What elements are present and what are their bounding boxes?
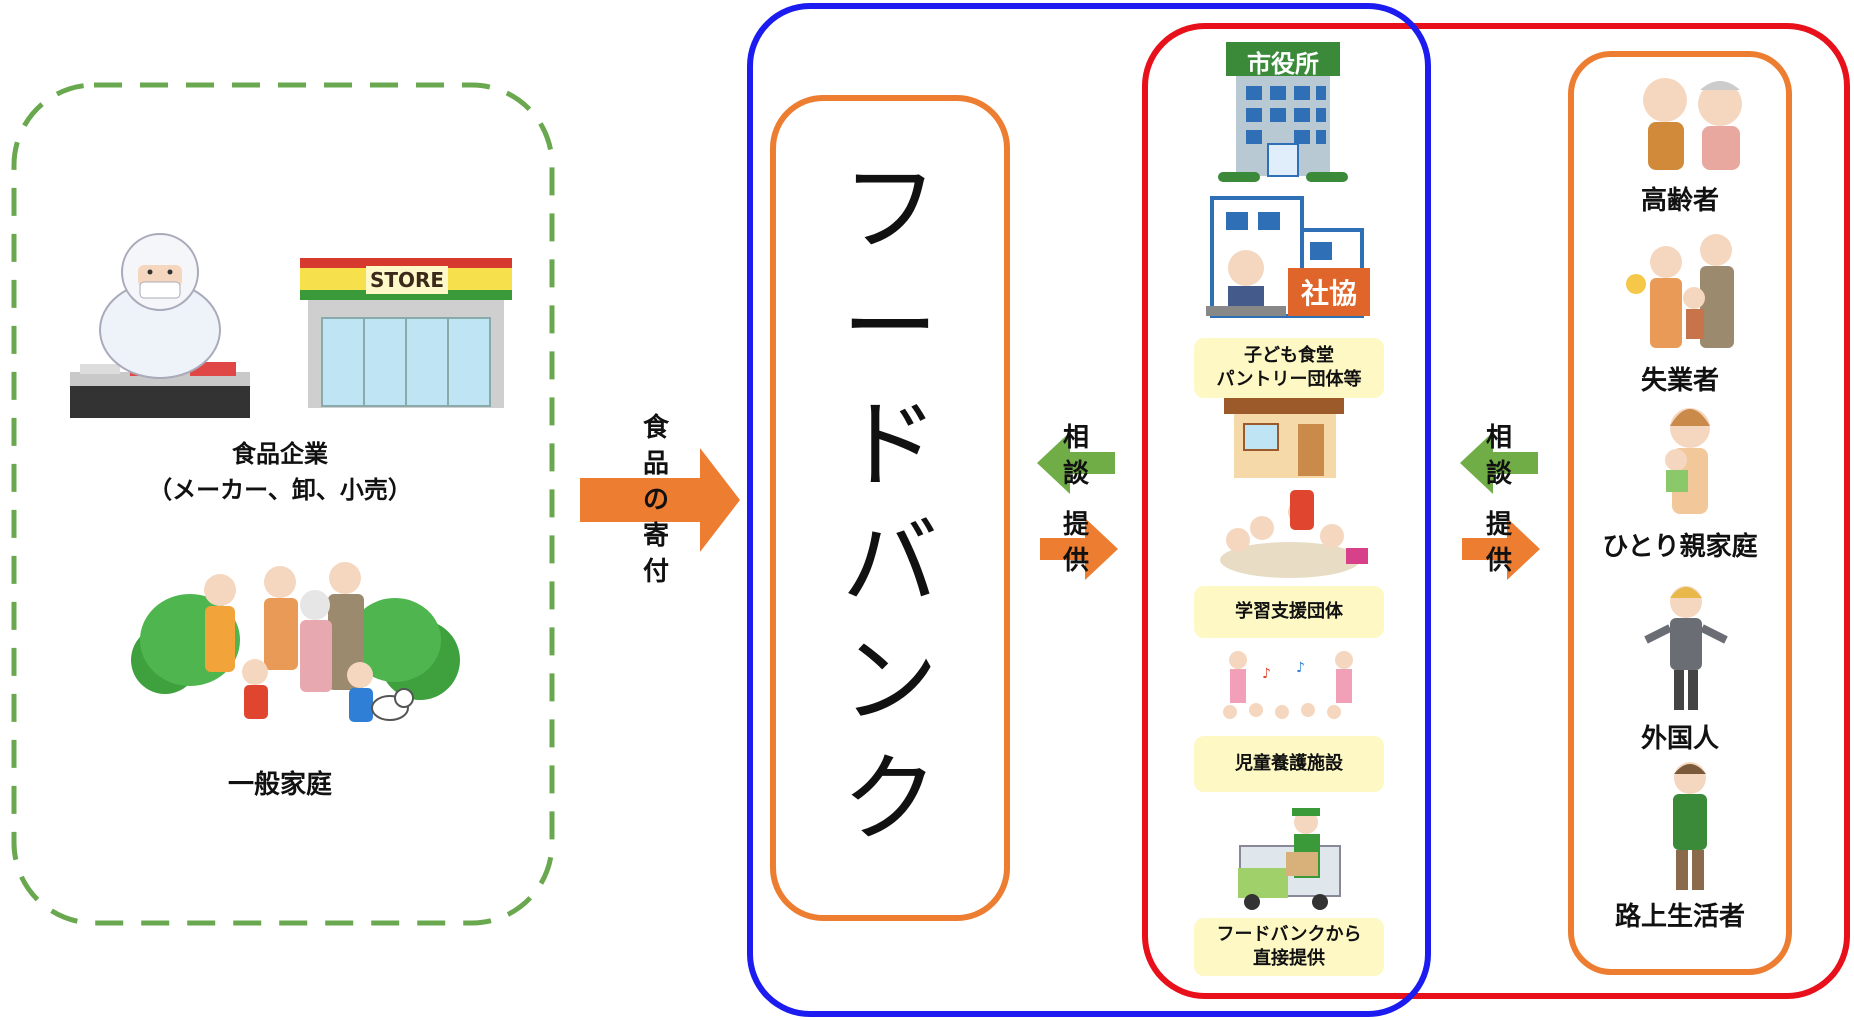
donation-label: 食品の寄付 (636, 410, 676, 590)
recipient-item: ひとり親家庭 (1602, 532, 1758, 562)
donation-label-char: の (642, 485, 669, 515)
intermediary-item: 学習支援団体 (1194, 586, 1384, 638)
foodbank-blue-frame (747, 3, 1431, 1017)
foodbank-title-char: ク (842, 743, 938, 855)
recipient-item: 路上生活者 (1614, 902, 1745, 932)
svg-text:♪: ♪ (1296, 660, 1305, 676)
consult-arrow-right-shape (1460, 432, 1538, 494)
consult-label-char: 談 (1062, 459, 1089, 489)
recipient-item: 失業者 (1640, 366, 1719, 396)
donor-group-frame (11, 82, 555, 926)
provide-label-right: 提供 (1479, 507, 1519, 579)
donation-label-char: 付 (642, 557, 669, 587)
donation-label-char: 食品の寄付 (636, 410, 676, 590)
foodbank-title-text: フードバンク (773, 150, 1007, 858)
consult-label-char: 相 (1485, 423, 1512, 453)
foodbank-title-char: ー (842, 271, 938, 383)
provide-label-left: 提供 (1056, 507, 1096, 579)
provide-label-char: 供 (1062, 546, 1089, 576)
recipient-item: 外国人 (1640, 724, 1719, 754)
provide-label-char: 供 (1485, 546, 1512, 576)
social-welfare-sign: 社協 (1300, 277, 1357, 310)
consult-label-left: 相談 (1056, 420, 1096, 492)
consult-label-char: 相 (1062, 423, 1089, 453)
recipient-red-frame (1142, 23, 1850, 999)
foodbank-title-char: フ (842, 153, 938, 265)
provide-arrow-left-shape (1040, 518, 1118, 580)
foodbank-orange-frame (770, 95, 1010, 921)
provide-label-char: 提 (1062, 510, 1089, 540)
intermediary-item: フードバンクから 直接提供 (1194, 918, 1384, 976)
consult-label-right: 相談 (1479, 420, 1519, 492)
store-sign: STORE (369, 268, 445, 292)
foodbank-title-char: ド (842, 389, 938, 501)
consult-arrow-left-shape (1037, 432, 1115, 494)
provide-label-char: 提 (1485, 510, 1512, 540)
intermediary-item: 児童養護施設 (1194, 736, 1384, 792)
household-label: 一般家庭 (227, 770, 332, 800)
donation-label-char: 品 (642, 449, 669, 479)
donation-label-char: 食 (642, 413, 669, 443)
consult-label-char: 談 (1485, 459, 1512, 489)
donation-arrow-shape (580, 448, 740, 552)
recipient-item: 高齢者 (1640, 186, 1719, 216)
provide-arrow-right-shape (1462, 518, 1540, 580)
recipient-orange-frame (1568, 51, 1792, 975)
foodbank-title: フードバンク (773, 150, 1007, 858)
food-company-label: 食品企業 （メーカー、卸、小売） (148, 440, 412, 504)
intermediary-item: 子ども食堂 パントリー団体等 (1194, 338, 1384, 398)
foodbank-title-char: ン (842, 625, 938, 737)
city-hall-sign: 市役所 (1247, 50, 1319, 78)
svg-text:♪: ♪ (1262, 666, 1271, 682)
foodbank-title-char: バ (842, 507, 938, 619)
donation-label-char: 寄 (642, 521, 669, 551)
